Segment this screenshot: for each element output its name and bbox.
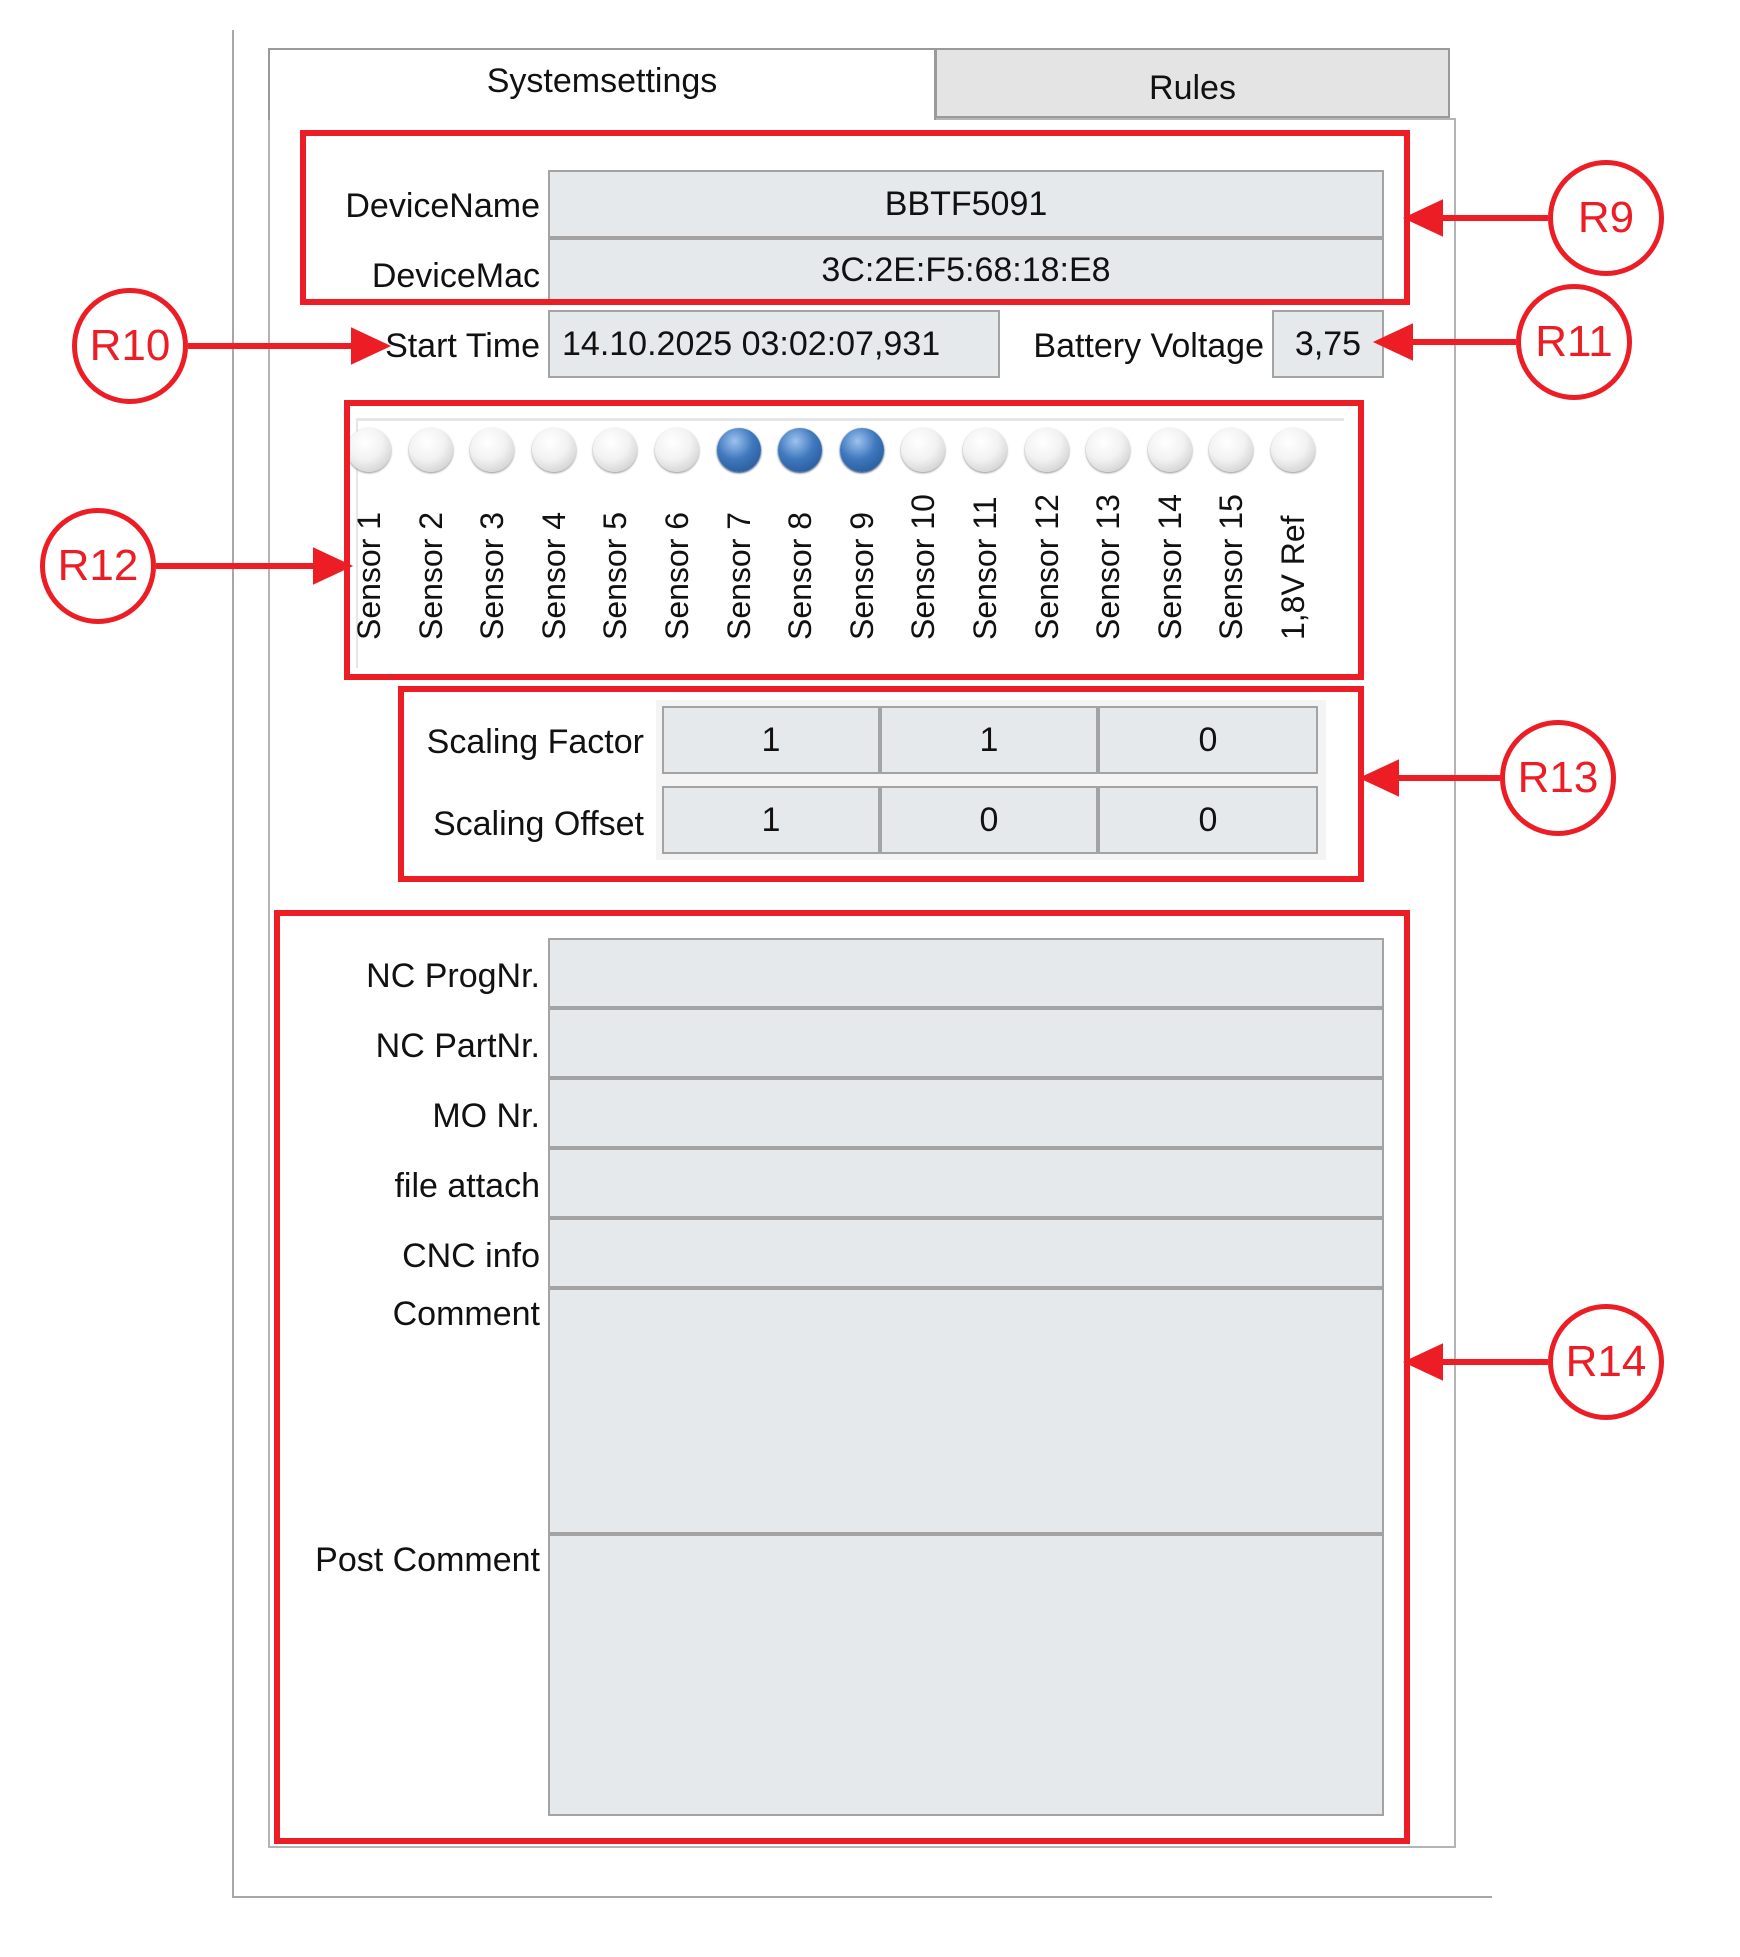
sensor-led-16 — [1271, 428, 1315, 472]
arrowhead-r11 — [1372, 323, 1413, 361]
sensor-led-4 — [531, 428, 576, 472]
device-name-label: DeviceName — [345, 187, 540, 225]
cnc-info-field[interactable] — [548, 1218, 1384, 1288]
sensor-led-7 — [716, 428, 761, 472]
post-comment-label: Post Comment — [315, 1541, 540, 1579]
arrowhead-r9 — [1402, 199, 1443, 237]
annotation-r12: R12 — [40, 508, 156, 624]
window-frame — [232, 30, 1492, 1898]
tab-rules[interactable]: Rules — [936, 48, 1450, 118]
file-attach-field[interactable] — [548, 1148, 1384, 1218]
sensor-led-6 — [655, 428, 699, 472]
arrowhead-r13 — [1358, 759, 1399, 797]
device-name-field[interactable]: BBTF5091 — [548, 170, 1384, 238]
annotation-r11: R11 — [1516, 284, 1632, 400]
annotation-box-r13 — [398, 686, 1364, 882]
battery-voltage-field[interactable]: 3,75 — [1272, 310, 1384, 378]
mo-nr-field[interactable] — [548, 1078, 1384, 1148]
annotation-r9: R9 — [1548, 160, 1664, 276]
nc-partnr-label: NC PartNr. — [375, 1027, 540, 1065]
scaling-offset-label: Scaling Offset — [432, 805, 644, 843]
sensor-led-8 — [778, 428, 823, 472]
annotation-box-r14 — [274, 910, 1410, 1844]
device-mac-field[interactable]: 3C:2E:F5:68:18:E8 — [548, 238, 1384, 302]
arrowhead-r12 — [313, 547, 354, 585]
nc-prognr-field[interactable] — [548, 938, 1384, 1008]
sensor-led-2 — [408, 428, 453, 472]
sensor-led-5 — [593, 428, 638, 472]
annotation-r10: R10 — [72, 288, 188, 404]
sensor-led-14 — [1147, 428, 1192, 472]
scaling-factor-cell-3[interactable]: 0 — [1098, 706, 1318, 774]
nc-partnr-field[interactable] — [548, 1008, 1384, 1078]
mo-nr-label: MO Nr. — [432, 1097, 540, 1135]
sensor-led-3 — [470, 428, 515, 472]
comment-textarea[interactable] — [548, 1288, 1384, 1534]
sensor-led-13 — [1086, 428, 1131, 472]
cnc-info-label: CNC info — [402, 1237, 540, 1275]
sensor-led-12 — [1024, 428, 1069, 472]
nc-prognr-label: NC ProgNr. — [366, 957, 540, 995]
scaling-offset-cell-3[interactable]: 0 — [1098, 786, 1318, 854]
scaling-factor-cell-2[interactable]: 1 — [880, 706, 1098, 774]
file-attach-label: file attach — [394, 1167, 540, 1205]
sensor-led-1 — [347, 428, 391, 472]
annotation-r14: R14 — [1548, 1304, 1664, 1420]
annotation-box-r12 — [344, 400, 1364, 680]
scaling-factor-label: Scaling Factor — [426, 723, 644, 761]
device-mac-label: DeviceMac — [371, 257, 540, 295]
sensor-led-11 — [963, 428, 1007, 472]
annotation-r13: R13 — [1500, 720, 1616, 836]
sensor-led-15 — [1209, 428, 1254, 472]
scaling-offset-cell-2[interactable]: 0 — [880, 786, 1098, 854]
scaling-offset-cell-1[interactable]: 1 — [662, 786, 880, 854]
post-comment-textarea[interactable] — [548, 1534, 1384, 1816]
start-time-label: Start Time — [385, 327, 540, 365]
battery-voltage-label: Battery Voltage — [1033, 327, 1264, 365]
arrowhead-r10 — [351, 327, 392, 365]
sensor-led-10 — [901, 428, 946, 472]
sensor-led-9 — [839, 428, 884, 472]
arrowhead-r14 — [1402, 1343, 1443, 1381]
tab-systemsettings[interactable]: Systemsettings — [268, 48, 936, 120]
start-time-field[interactable]: 14.10.2025 03:02:07,931 — [548, 310, 1000, 378]
scaling-factor-cell-1[interactable]: 1 — [662, 706, 880, 774]
comment-label: Comment — [392, 1295, 540, 1333]
